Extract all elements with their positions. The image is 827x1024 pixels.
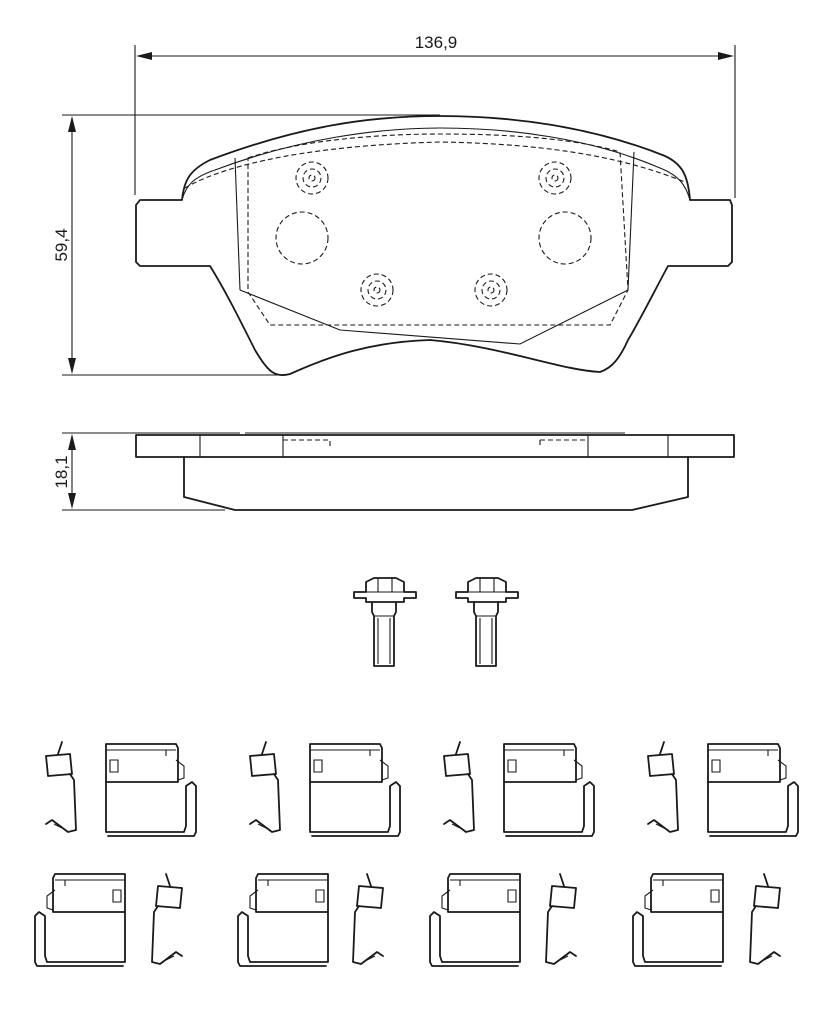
bracket-clip: [105, 743, 197, 837]
clip-set-row-1: [45, 741, 799, 837]
bracket-clip: [309, 743, 401, 837]
spring-clip: [545, 873, 577, 965]
thickness-dimension: 18,1: [52, 432, 240, 511]
height-label: 59,4: [52, 228, 71, 261]
brake-pad-front-view: [135, 115, 733, 376]
bracket-clip: [503, 743, 595, 837]
bracket-clip: [429, 873, 521, 967]
clip-set-row-2: [34, 873, 781, 967]
width-label: 136,9: [415, 33, 458, 52]
bracket-clip: [707, 743, 799, 837]
spring-clip: [45, 741, 77, 833]
bracket-clip: [237, 873, 329, 967]
spring-clip: [151, 873, 183, 965]
bracket-clip: [632, 873, 724, 967]
brake-pad-side-view: [135, 432, 735, 511]
spring-clip: [443, 741, 475, 833]
bolt: [455, 577, 519, 667]
bracket-clip: [34, 873, 126, 967]
spring-clip: [647, 741, 679, 833]
height-dimension: 59,4: [52, 114, 440, 376]
spring-clip: [249, 741, 281, 833]
bolt: [353, 577, 417, 667]
width-dimension: 136,9: [134, 33, 736, 198]
spring-clip: [352, 873, 384, 965]
thickness-label: 18,1: [52, 455, 71, 488]
spring-clip: [749, 873, 781, 965]
